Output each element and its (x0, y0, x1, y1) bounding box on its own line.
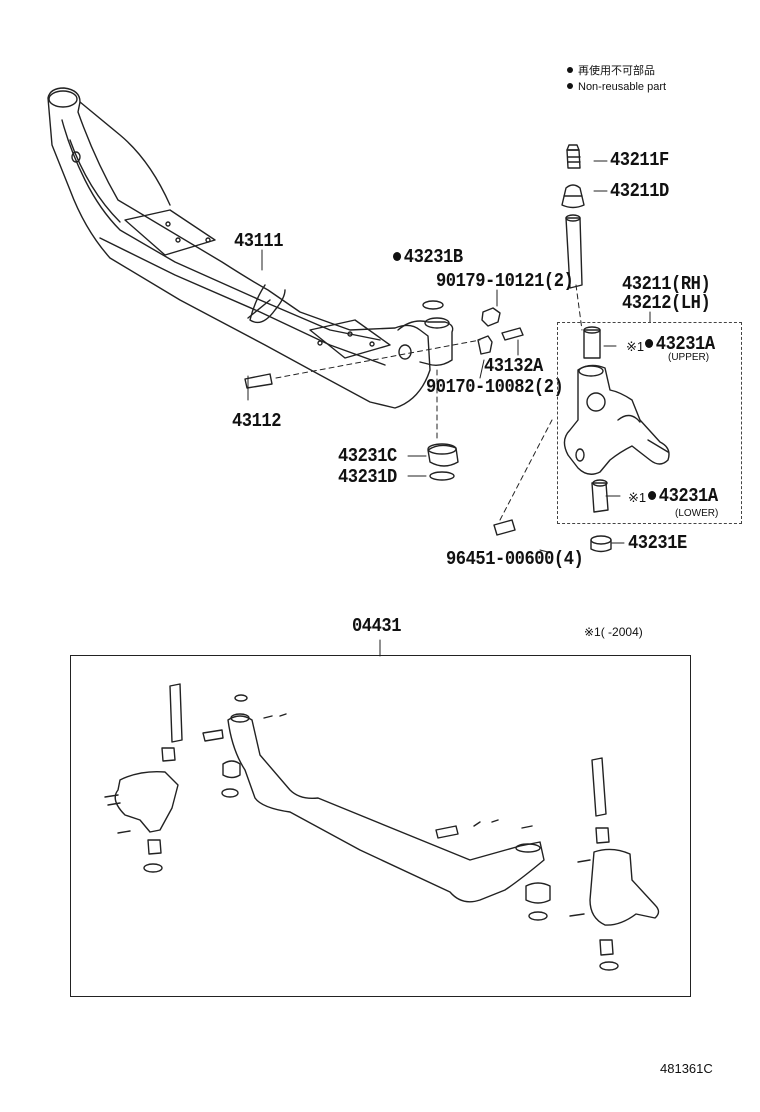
king-pin-drawing (561, 144, 585, 289)
label-43111: 43111 (234, 230, 284, 252)
axle-beam-drawing (47, 87, 454, 409)
ref-mark-upper: ※1 (626, 339, 645, 354)
lower-note: (LOWER) (675, 508, 719, 519)
label-43211RH: 43211(RH) (622, 273, 711, 295)
label-04431: 04431 (352, 615, 402, 637)
hardware-drawing (244, 300, 524, 536)
kit-box (70, 655, 691, 997)
knuckle-group-box (557, 322, 742, 524)
label-96451: 96451-00600(4) (446, 548, 584, 570)
legend-reuse-en: Non-reusable part (567, 82, 666, 93)
axle-kit-drawing (104, 683, 660, 971)
label-43132A: 43132A (484, 355, 543, 377)
label-43211F: 43211F (610, 149, 669, 171)
steering-knuckle-drawing (563, 326, 670, 553)
label-43231D: 43231D (338, 466, 397, 488)
label-43231C: 43231C (338, 445, 397, 467)
ref-mark-lower: ※1 (628, 490, 647, 505)
label-43112: 43112 (232, 410, 282, 432)
label-43211D: 43211D (610, 180, 669, 202)
legend-reuse-jp: 再使用不可部品 (567, 66, 655, 77)
label-43212LH: 43212(LH) (622, 292, 711, 314)
label-43231A-upper: 43231A (645, 335, 715, 354)
label-43231B: 43231B (393, 248, 463, 267)
label-90170: 90170-10082(2) (426, 376, 564, 398)
upper-note: (UPPER) (668, 352, 710, 363)
illustration-code: 481361C (660, 1061, 713, 1076)
label-43231E: 43231E (628, 532, 687, 554)
footnote: ※1( -2004) (584, 625, 643, 639)
label-90179: 90179-10121(2) (436, 270, 574, 292)
label-43231A-lower: 43231A (648, 487, 718, 506)
